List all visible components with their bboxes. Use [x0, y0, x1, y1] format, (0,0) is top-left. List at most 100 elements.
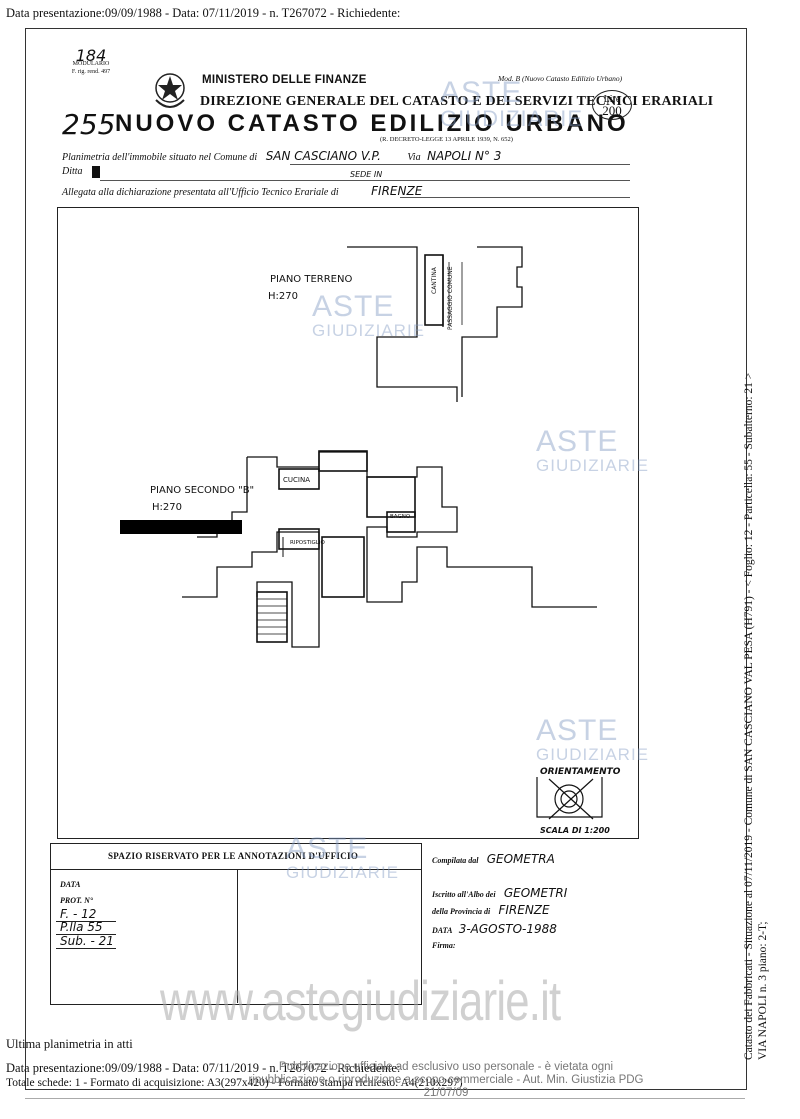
- orientation-compass: [536, 777, 603, 820]
- watermark-aste: ASTE: [312, 290, 395, 323]
- iscritto-value: GEOMETRI: [503, 886, 568, 900]
- allegata-row: Allegata alla dichiarazione presentata a…: [62, 184, 422, 198]
- redaction-bar: [120, 520, 242, 534]
- lire-stamp: Lire 200: [592, 90, 632, 120]
- publication-notice-line2: ripubblicazione o riproduzione a scopo c…: [248, 1074, 644, 1099]
- website-watermark: www.astegiudiziarie.it: [160, 969, 561, 1032]
- footer-presentation: Data presentazione:09/09/1988 - Data: 07…: [6, 1061, 401, 1075]
- decree-label: (R. DECRETO-LEGGE 13 APRILE 1939, N. 652…: [380, 136, 513, 143]
- lire-label: Lire: [603, 94, 621, 105]
- sede-label: SEDE IN: [350, 170, 383, 179]
- particella-underline: [56, 934, 116, 935]
- subalterno-value: Sub. - 21: [60, 934, 114, 948]
- modulario-stamp: 184 MODULARIO F. rig. rend. 497: [60, 46, 122, 76]
- foglio-underline: [56, 921, 116, 922]
- firma-label: Firma:: [432, 941, 456, 950]
- bagno-room: [386, 511, 416, 533]
- watermark-giudiziarie: GIUDIZIARIE: [536, 456, 650, 475]
- handwritten-number: 255: [62, 108, 116, 141]
- lire-value: 200: [602, 103, 622, 118]
- via-value: NAPOLI N° 3: [427, 149, 502, 163]
- annot-data-label: DATA: [60, 880, 81, 889]
- compiler-data-label: DATA: [432, 926, 453, 935]
- ditta-redaction: [92, 166, 100, 178]
- ground-floor-right-wall: [461, 246, 523, 397]
- ground-floor-height: H:270: [268, 291, 298, 302]
- via-label: Via: [407, 152, 421, 163]
- compilata-row: Compilata dal GEOMETRA: [432, 852, 555, 866]
- watermark-low: ASTE GIUDIZIARIE: [286, 832, 400, 882]
- office-annotations-box: [50, 843, 422, 1005]
- cucina-room: [278, 468, 320, 490]
- footer-rule: [25, 1098, 745, 1099]
- watermark-top: ASTE GIUDIZIARIE: [440, 78, 583, 130]
- comune-value: SAN CASCIANO V.P.: [265, 149, 381, 163]
- watermark-aste: ASTE: [286, 832, 369, 865]
- allegata-label: Allegata alla dichiarazione presentata a…: [62, 187, 339, 198]
- ripostiglio-label: RIPOSTIGLIO: [290, 540, 325, 546]
- presentation-header: Data presentazione:09/09/1988 - Data: 07…: [6, 6, 401, 20]
- modulario-number: 184: [75, 46, 107, 65]
- watermark-mid1: ASTE GIUDIZIARIE: [312, 290, 426, 340]
- vertical-line-1: Catasto dei Fabbricati - Situazione al 0…: [743, 372, 755, 1060]
- floor-plan-frame: [57, 207, 639, 839]
- annot-prot-label: PROT. N°: [60, 896, 94, 905]
- watermark-giudiziarie: GIUDIZIARIE: [536, 745, 650, 764]
- compilata-label: Compilata dal: [432, 856, 479, 865]
- second-floor-height: H:270: [152, 502, 182, 513]
- ministry-name: MINISTERO DELLE FINANZE: [202, 74, 367, 86]
- footer-publication-notice: Pubblicazione ufficiale ad esclusivo uso…: [246, 1061, 646, 1100]
- state-emblem-icon: [155, 73, 185, 108]
- particella-value: P.lla 55: [60, 920, 103, 934]
- second-floor-wall: [247, 451, 597, 608]
- data-row: DATA 3-AGOSTO-1988: [432, 922, 557, 936]
- ditta-underline: [100, 180, 630, 181]
- annotations-title: SPAZIO RISERVATO PER LE ANNOTAZIONI D'UF…: [108, 851, 359, 861]
- document-title: NUOVO CATASTO EDILIZIO URBANO: [115, 110, 629, 137]
- scala-label: SCALA DI 1:200: [540, 826, 610, 835]
- model-label: Mod. B (Nuovo Catasto Edilizio Urbano): [498, 74, 623, 83]
- stairwell: [256, 591, 288, 643]
- provincia-value: FIRENZE: [498, 903, 550, 917]
- watermark-mid2: ASTE GIUDIZIARIE: [536, 425, 650, 475]
- subalterno-underline: [56, 948, 116, 949]
- planimetria-row: Planimetria dell'immobile situato nel Co…: [62, 149, 501, 163]
- ripostiglio-room: [278, 528, 320, 550]
- ditta-row: Ditta: [62, 166, 83, 177]
- iscritto-label: Iscritto all'Albo dei: [432, 890, 496, 899]
- compiler-data-value: 3-AGOSTO-1988: [458, 922, 557, 936]
- ditta-label: Ditta: [62, 166, 83, 177]
- watermark-giudiziarie: GIUDIZIARIE: [440, 106, 584, 131]
- foglio-value: F. - 12: [60, 907, 97, 921]
- watermark-aste: ASTE: [536, 714, 619, 747]
- orientamento-label: ORIENTAMENTO: [540, 767, 621, 777]
- watermark-mid3: ASTE GIUDIZIARIE: [536, 714, 650, 764]
- footer-totale: Totale schede: 1 - Formato di acquisizio…: [6, 1077, 463, 1089]
- cantina-label: CANTINA: [431, 267, 438, 294]
- watermark-aste: ASTE: [440, 76, 523, 109]
- direction-name: DIREZIONE GENERALE DEL CATASTO E DEI SER…: [200, 94, 714, 109]
- planimetria-label: Planimetria dell'immobile situato nel Co…: [62, 152, 258, 163]
- allegata-underline: [400, 197, 630, 198]
- ground-floor-wall: [347, 246, 458, 402]
- annot-divider-v: [237, 869, 238, 1003]
- publication-notice-line1: Pubblicazione ufficiale ad esclusivo uso…: [278, 1061, 614, 1073]
- floor-plan-drawing: [182, 246, 603, 820]
- compilata-value: GEOMETRA: [486, 852, 555, 866]
- footer-ultima: Ultima planimetria in atti: [6, 1037, 133, 1051]
- iscritto-row: Iscritto all'Albo dei GEOMETRI: [432, 886, 567, 900]
- vertical-catasto-text: Catasto dei Fabbricati - Situazione al 0…: [742, 200, 770, 1060]
- watermark-aste: ASTE: [536, 425, 619, 458]
- document-sheet: [25, 28, 747, 1090]
- planimetria-underline: [290, 164, 630, 165]
- provincia-label: della Provincia di: [432, 907, 491, 916]
- ground-floor-label: PIANO TERRENO: [270, 274, 353, 285]
- vertical-line-2: VIA NAPOLI n. 3 piano: 2-T;: [757, 921, 769, 1060]
- watermark-giudiziarie: GIUDIZIARIE: [312, 321, 426, 340]
- annot-divider-h: [50, 869, 422, 870]
- allegata-value: FIRENZE: [371, 184, 423, 198]
- watermark-giudiziarie: GIUDIZIARIE: [286, 863, 400, 882]
- provincia-row: della Provincia di FIRENZE: [432, 903, 550, 917]
- bagno-label: BAGNO: [390, 514, 411, 520]
- modulario-sub: F. rig. rend. 497: [71, 69, 111, 75]
